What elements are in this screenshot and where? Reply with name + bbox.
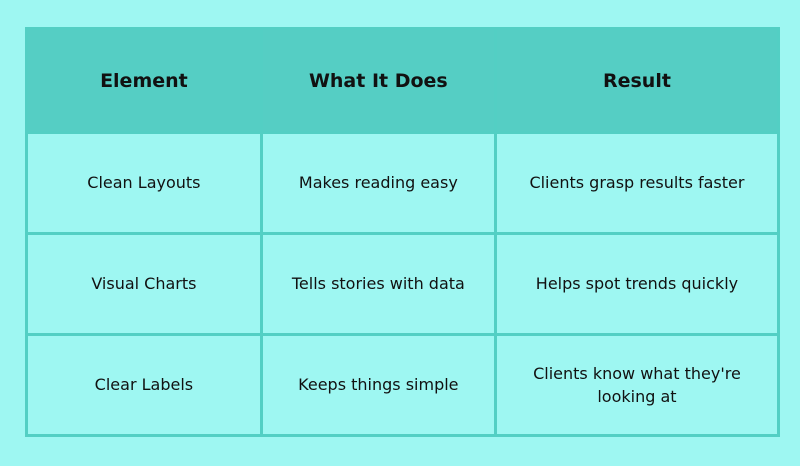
table-cell-result: Helps spot trends quickly	[493, 232, 781, 336]
table-cell-what-it-does: Makes reading easy	[259, 131, 497, 235]
table-cell-element: Clean Layouts	[25, 131, 263, 235]
table-body: Clean Layouts Makes reading easy Clients…	[25, 131, 781, 437]
column-header-what-it-does: What It Does	[259, 27, 497, 134]
table-cell-result: Clients grasp results faster	[493, 131, 781, 235]
column-header-element: Element	[25, 27, 263, 134]
table-cell-element: Clear Labels	[25, 333, 263, 437]
table-cell-result: Clients know what they're looking at	[493, 333, 781, 437]
table-cell-element: Visual Charts	[25, 232, 263, 336]
table-row: Visual Charts Tells stories with data He…	[25, 232, 781, 336]
column-header-result: Result	[493, 27, 781, 134]
table-row: Clean Layouts Makes reading easy Clients…	[25, 131, 781, 235]
table-cell-what-it-does: Keeps things simple	[259, 333, 497, 437]
table-header: Element What It Does Result	[25, 27, 781, 134]
table-row: Clear Labels Keeps things simple Clients…	[25, 333, 781, 437]
table-cell-result-text: Helps spot trends quickly	[535, 274, 739, 294]
header-row: Element What It Does Result	[25, 27, 781, 134]
comparison-table: Element What It Does Result Clean Layout…	[25, 27, 781, 437]
table-cell-result-text: Clients know what they're looking at	[533, 363, 741, 406]
table-cell-what-it-does: Tells stories with data	[259, 232, 497, 336]
table-cell-result-text: Clients grasp results faster	[529, 173, 745, 193]
